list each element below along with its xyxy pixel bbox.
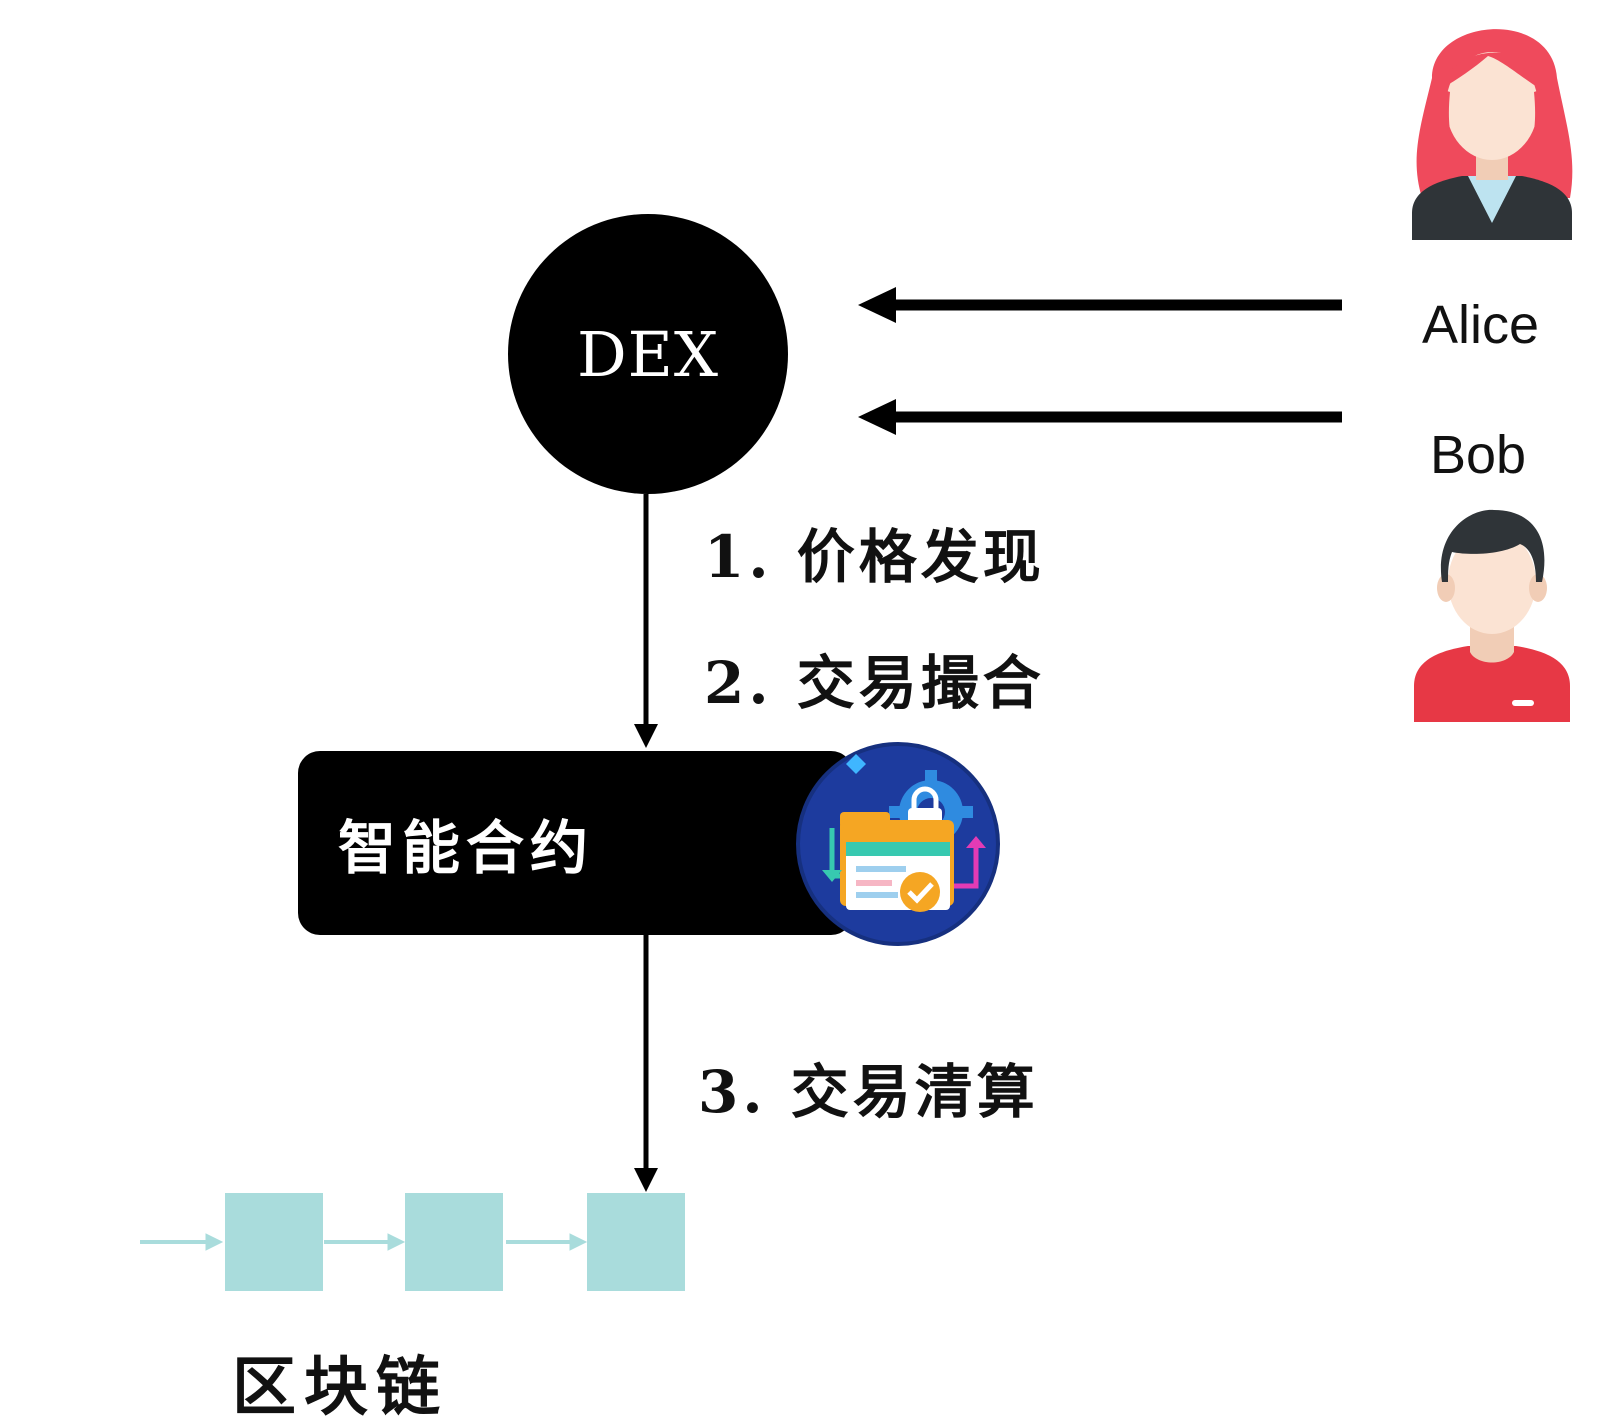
blockchain-label: 区块链 xyxy=(232,1351,448,1425)
alice-name: Alice xyxy=(1422,295,1540,355)
dex-node: DEX xyxy=(508,214,788,494)
woman-avatar-icon xyxy=(1402,8,1582,240)
step-trade-matching: 2. 交易撮合 xyxy=(704,649,1045,717)
bob-name: Bob xyxy=(1430,425,1527,485)
arrow-alice-to-dex xyxy=(858,287,1342,323)
smart-contract-icon xyxy=(796,742,1000,946)
smart-contract-label: 智能合约 xyxy=(338,814,595,882)
man-avatar-icon xyxy=(1412,490,1572,722)
arrow-bob-to-dex xyxy=(858,399,1342,435)
step-price-discovery: 1. 价格发现 xyxy=(704,523,1045,591)
blockchain-block xyxy=(225,1193,323,1291)
blockchain-block xyxy=(587,1193,685,1291)
blockchain-block xyxy=(405,1193,503,1291)
step-trade-settlement: 3. 交易清算 xyxy=(698,1058,1039,1126)
chain-link-arrows xyxy=(140,1233,588,1251)
arrow-dex-to-contract xyxy=(634,494,658,748)
dex-label: DEX xyxy=(576,317,720,391)
smart-contract-box: 智能合约 xyxy=(298,751,853,935)
arrow-contract-to-blockchain xyxy=(634,935,658,1192)
